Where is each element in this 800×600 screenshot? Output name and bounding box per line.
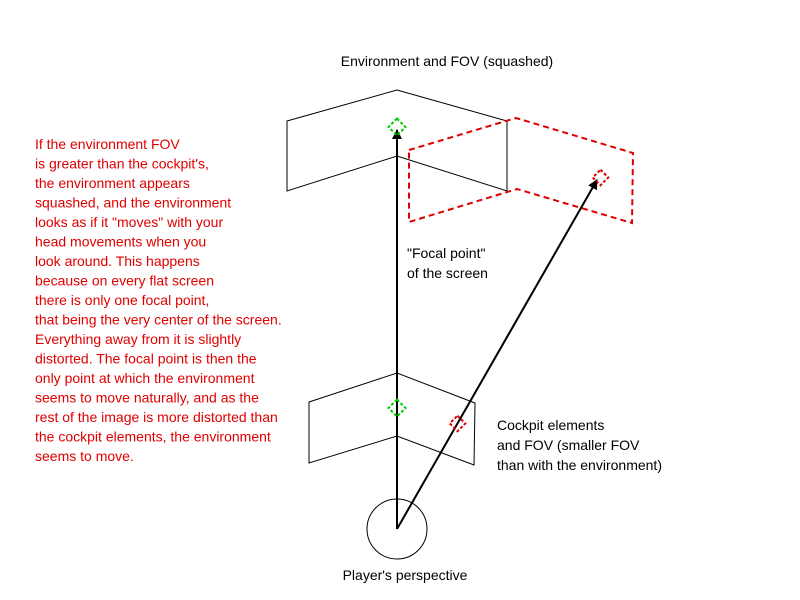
explanation-line: there is only one focal point, [35,292,209,308]
explanation-line: because on every flat screen [35,273,214,289]
focal-point-label: "Focal point" of the screen [407,245,489,281]
cockpit-line-3: than with the environment) [497,457,662,473]
cockpit-label: Cockpit elements and FOV (smaller FOV th… [497,417,662,473]
environment-label: Environment and FOV (squashed) [341,53,553,69]
cockpit-line-1: Cockpit elements [497,417,604,433]
environment-screen [286,89,508,192]
cockpit-screen [308,372,476,466]
angled-gaze-arrow [396,179,598,530]
rotated-environment-view [408,116,635,225]
explanation-line: distorted. The focal point is then the [35,351,257,367]
player-label: Player's perspective [343,567,468,583]
explanation-line: squashed, and the environment [35,195,231,211]
explanation-line: is greater than the cockpit's, [35,156,209,172]
rotated-view-marker [591,168,610,187]
explanation-line: the cockpit elements, the environment [35,429,271,445]
explanation-line: head movements when you [35,234,206,250]
cockpit-offset-marker [448,414,467,433]
explanation-line: look around. This happens [35,253,200,269]
explanation-line: that being the very center of the screen… [35,312,282,328]
explanation-line: Everything away from it is slightly [35,331,241,347]
explanation-line: seems to move naturally, and as the [35,390,259,406]
environment-focal-marker [387,117,407,137]
focal-line-2: of the screen [407,265,488,281]
explanation-line: looks as if it "moves" with your [35,214,223,230]
explanation-line: the environment appears [35,175,190,191]
explanation-line: seems to move. [35,448,134,464]
cockpit-line-2: and FOV (smaller FOV [497,437,640,453]
explanation-line: rest of the image is more distorted than [35,409,278,425]
explanation-line: If the environment FOV [35,136,180,152]
explanation-line: only point at which the environment [35,370,255,386]
cockpit-focal-marker [387,398,407,418]
focal-line-1: "Focal point" [407,245,485,261]
explanation-text: If the environment FOV is greater than t… [35,136,286,464]
